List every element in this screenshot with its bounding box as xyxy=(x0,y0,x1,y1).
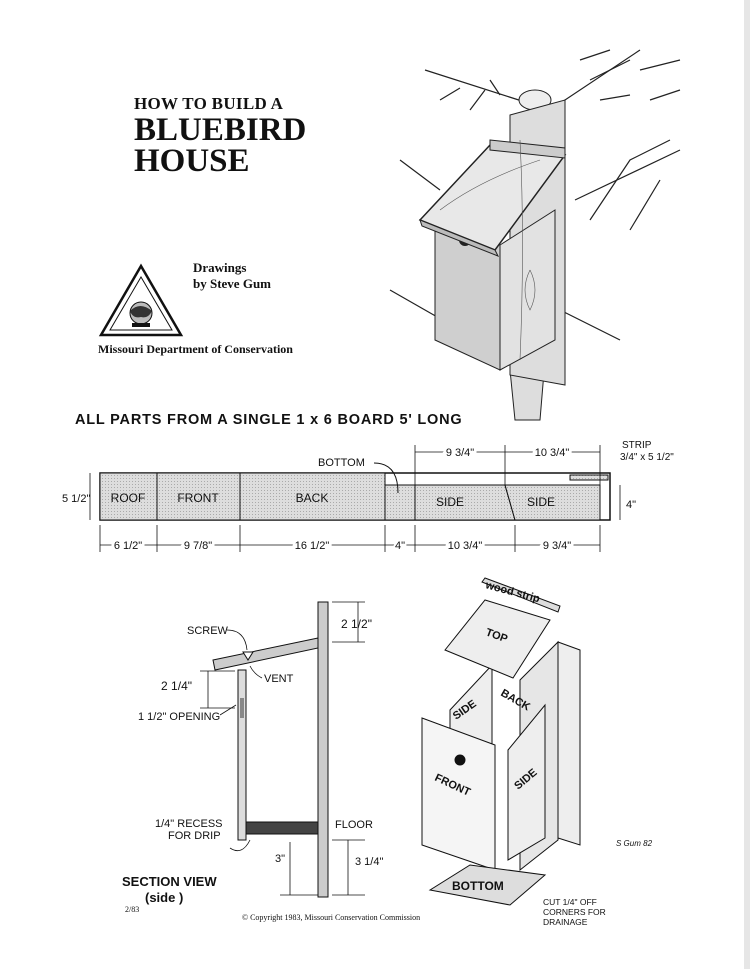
dim-roof-overhang: 2 1/2" xyxy=(341,617,372,631)
title-line-1: HOW TO BUILD A xyxy=(134,94,284,113)
birdhouse-illustration xyxy=(389,49,681,421)
roof-edge xyxy=(419,219,500,257)
label-strip: STRIP xyxy=(622,440,652,451)
title-line-2: BLUEBIRD xyxy=(134,112,307,148)
screw-icon xyxy=(242,651,254,661)
entrance-hole xyxy=(454,754,466,766)
credit-line-2: by Steve Gum xyxy=(193,276,271,291)
exploded-view-diagram: wood strip TOP BACK SIDE SIDE FRONT BOTT… xyxy=(421,577,653,927)
back-board xyxy=(317,601,329,898)
bottom-arrow xyxy=(373,462,399,494)
label-back: BACK xyxy=(296,491,329,505)
part-side-1 xyxy=(414,484,516,521)
section-subtitle: (side ) xyxy=(145,890,183,905)
label-screw: SCREW xyxy=(187,625,229,637)
dim-roof: 6 1/2" xyxy=(114,540,142,552)
page-edge xyxy=(744,0,750,969)
label-front: FRONT xyxy=(177,491,219,505)
credit-line-1: Drawings xyxy=(193,260,247,275)
front-board xyxy=(237,669,247,841)
dim-side-2: 9 3/4" xyxy=(543,540,571,552)
roof-board xyxy=(212,637,319,671)
entrance-opening xyxy=(240,698,244,718)
conservation-logo xyxy=(98,263,184,337)
date-code: 2/83 xyxy=(125,905,140,914)
dimension-lines xyxy=(89,445,621,552)
dim-side-width: 4" xyxy=(626,499,636,511)
cut-note-1: CUT 1/4" OFF xyxy=(543,897,597,907)
label-floor: FLOOR xyxy=(335,819,373,831)
dim-back: 16 1/2" xyxy=(295,540,330,552)
credit: Drawings by Steve Gum xyxy=(193,260,271,292)
part-front xyxy=(156,472,241,521)
label-strip-size: 3/4" x 5 1/2" xyxy=(620,452,674,463)
label-recess-1: 1/4" RECESS xyxy=(155,818,223,830)
section-title: SECTION VIEW xyxy=(122,874,217,889)
cut-note-2: CORNERS FOR xyxy=(543,907,606,917)
label-bottom: BOTTOM xyxy=(318,457,365,469)
dim-hole-height: 2 1/4" xyxy=(161,679,192,693)
section-view-diagram: SCREW VENT 2 1/2" 2 1/4" 1 1/2" OPENING … xyxy=(122,601,383,905)
floor-board xyxy=(245,821,319,835)
side-board-right xyxy=(507,703,546,861)
label-vent: VENT xyxy=(264,673,294,685)
label-bottom: BOTTOM xyxy=(452,879,504,893)
dim-floor-3: 3" xyxy=(275,853,285,865)
board-cut-diagram: ROOF FRONT BACK SIDE SIDE BOTTOM STRIP 3… xyxy=(62,440,674,555)
label-recess-2: FOR DRIP xyxy=(168,830,221,842)
wood-strip-part xyxy=(481,577,561,613)
dim-floor-3-1-4: 3 1/4" xyxy=(355,856,383,868)
part-back xyxy=(239,472,386,521)
bottom-board xyxy=(428,864,547,906)
label-wood-strip: wood strip xyxy=(483,579,541,605)
department-name: Missouri Department of Conservation xyxy=(98,342,293,356)
cut-note-3: DRAINAGE xyxy=(543,917,588,927)
copyright: © Copyright 1983, Missouri Conservation … xyxy=(242,913,421,922)
back-board xyxy=(557,641,581,846)
dim-side-1: 10 3/4" xyxy=(448,540,483,552)
wood-strip xyxy=(489,139,566,159)
part-bottom xyxy=(384,484,416,521)
part-strip xyxy=(569,474,609,481)
dim-top-1: 9 3/4" xyxy=(446,447,474,459)
front-board xyxy=(499,209,556,371)
section-dimension-lines xyxy=(200,601,365,896)
part-side-2 xyxy=(504,484,601,521)
title-line-3: HOUSE xyxy=(134,143,250,179)
dim-front: 9 7/8" xyxy=(184,540,212,552)
artist-signature: S Gum 82 xyxy=(616,839,653,848)
board-heading: ALL PARTS FROM A SINGLE 1 x 6 BOARD 5' L… xyxy=(75,412,463,428)
dim-top-2: 10 3/4" xyxy=(535,447,570,459)
dim-board-width: 5 1/2" xyxy=(62,493,90,505)
label-roof: ROOF xyxy=(111,491,146,505)
label-side-1: SIDE xyxy=(436,495,464,509)
top-board xyxy=(444,599,551,679)
label-opening: 1 1/2" OPENING xyxy=(138,711,220,723)
dim-bottom: 4" xyxy=(395,540,405,552)
label-side-2: SIDE xyxy=(527,495,555,509)
